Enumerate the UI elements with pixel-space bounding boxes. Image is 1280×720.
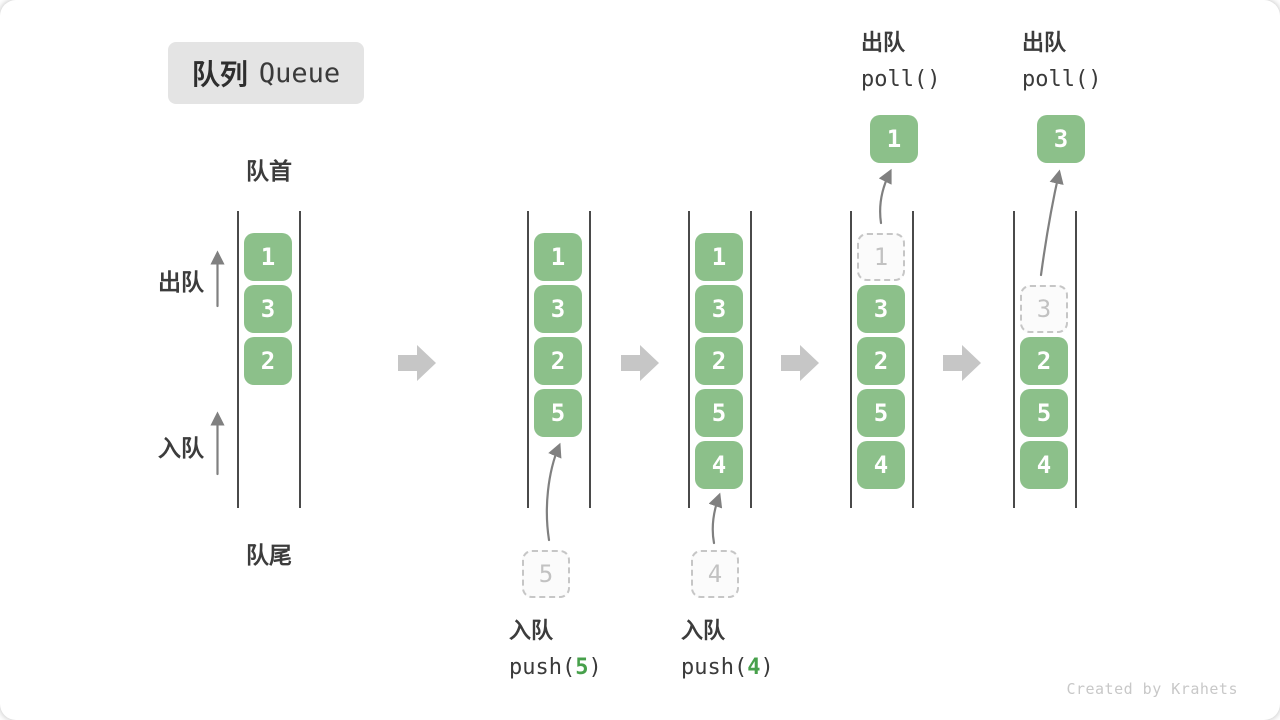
push4-code: push(4) <box>681 655 774 681</box>
queue-item: 5 <box>695 389 743 437</box>
step-arrow-icon <box>781 344 819 382</box>
code-arg: 5 <box>575 655 589 680</box>
queue-item: 4 <box>1020 441 1068 489</box>
queue-item: 5 <box>1020 389 1068 437</box>
code-text: ) <box>588 655 602 680</box>
push4-op-label: 入队 push(4) <box>681 618 774 681</box>
queue-item: 2 <box>857 337 905 385</box>
queue-channel-1 <box>237 211 301 508</box>
title-en: Queue <box>258 57 341 89</box>
queue-front-label: 队首 <box>246 158 292 184</box>
poll1-op-label: 出队 poll() <box>861 30 940 93</box>
queue-item: 3 <box>695 285 743 333</box>
pending-item-5: 5 <box>522 550 570 598</box>
enqueue-label: 入队 <box>158 435 204 461</box>
queue-item: 4 <box>857 441 905 489</box>
queue-channel-2 <box>527 211 591 508</box>
queue-channel-4 <box>850 211 914 508</box>
polled-item-3: 3 <box>1037 115 1085 163</box>
code-text: ) <box>760 655 774 680</box>
queue-item: 5 <box>534 389 582 437</box>
step-arrow-icon <box>943 344 981 382</box>
watermark: Created by Krahets <box>1066 680 1238 698</box>
queue-item: 2 <box>244 337 292 385</box>
pending-item-4: 4 <box>691 550 739 598</box>
title-zh: 队列 <box>191 59 248 90</box>
queue-item: 3 <box>244 285 292 333</box>
queue-item: 3 <box>534 285 582 333</box>
queue-channel-5 <box>1013 211 1077 508</box>
title-badge: 队列 Queue <box>168 42 364 104</box>
queue-item: 1 <box>695 233 743 281</box>
queue-item: 2 <box>1020 337 1068 385</box>
push5-code: push(5) <box>509 655 602 681</box>
queue-item: 4 <box>695 441 743 489</box>
poll3-op-label: 出队 poll() <box>1022 30 1101 93</box>
poll1-code: poll() <box>861 67 941 92</box>
code-text: push( <box>509 655 576 680</box>
dequeue-op-text: 出队 <box>861 30 906 55</box>
removed-item-1: 1 <box>857 233 905 281</box>
polled-item-1: 1 <box>870 115 918 163</box>
queue-item: 1 <box>534 233 582 281</box>
queue-item: 2 <box>534 337 582 385</box>
poll3-code: poll() <box>1022 67 1102 92</box>
queue-channel-3 <box>688 211 752 508</box>
queue-item: 5 <box>857 389 905 437</box>
queue-item: 3 <box>857 285 905 333</box>
dequeue-op-text: 出队 <box>1022 30 1067 55</box>
queue-rear-label: 队尾 <box>246 542 292 568</box>
step-arrow-icon <box>398 344 436 382</box>
push5-op-label: 入队 push(5) <box>509 618 602 681</box>
code-arg: 4 <box>747 655 761 680</box>
queue-item: 2 <box>695 337 743 385</box>
step-arrow-icon <box>621 344 659 382</box>
enqueue-op-text: 入队 <box>681 618 726 643</box>
dequeue-label: 出队 <box>158 269 204 295</box>
enqueue-op-text: 入队 <box>509 618 554 643</box>
code-text: push( <box>681 655 748 680</box>
queue-item: 1 <box>244 233 292 281</box>
removed-item-3: 3 <box>1020 285 1068 333</box>
